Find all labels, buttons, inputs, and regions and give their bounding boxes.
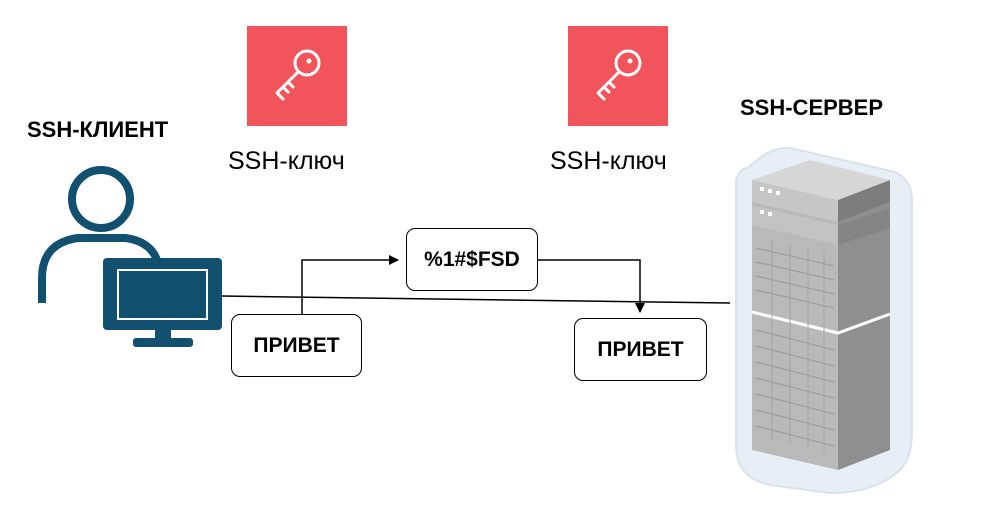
server-message-box: ПРИВЕТ bbox=[574, 318, 707, 381]
decrypt-arrow bbox=[538, 259, 645, 313]
encrypt-arrow bbox=[301, 255, 399, 314]
key-icon bbox=[275, 49, 321, 101]
key-label-left: SSH-ключ bbox=[228, 147, 345, 175]
key-icon bbox=[596, 49, 642, 101]
key-tile-right bbox=[568, 26, 668, 126]
encrypted-message-box: %1#$FSD bbox=[406, 228, 538, 291]
connection-line bbox=[221, 295, 731, 304]
client-message-box: ПРИВЕТ bbox=[231, 314, 362, 377]
monitor-icon bbox=[103, 258, 222, 347]
server-rack-icon bbox=[735, 146, 913, 495]
client-title: SSH-КЛИЕНТ bbox=[27, 117, 169, 142]
key-label-right: SSH-ключ bbox=[550, 147, 667, 175]
server-title: SSH-СЕРВЕР bbox=[740, 95, 884, 120]
key-tile-left bbox=[247, 26, 347, 126]
